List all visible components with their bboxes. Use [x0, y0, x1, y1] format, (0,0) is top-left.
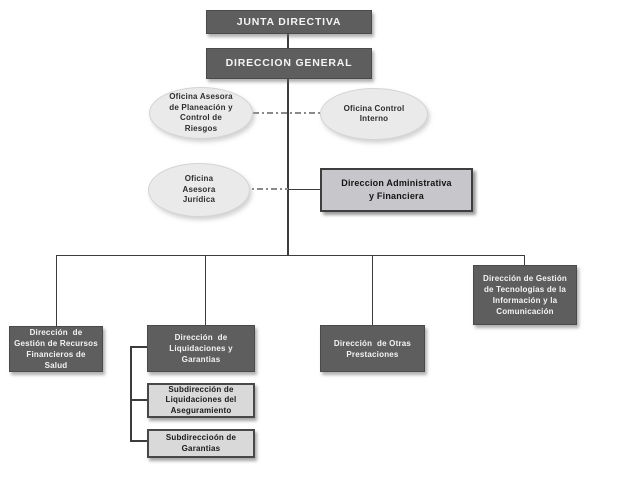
connector-drop-recursos — [56, 255, 57, 326]
node-oficina-asesora-planeacion: Oficina Asesora de Planeación y Control … — [149, 87, 253, 139]
node-subdireccion-garantias: Subdireccioón de Garantias — [147, 429, 255, 458]
node-oficina-asesora-juridica: Oficina Asesora Jurídica — [148, 163, 250, 217]
connector-general-to-administrativa — [288, 189, 320, 190]
connector-drop-tecnologias — [524, 255, 525, 265]
node-direccion-tecnologias-informacion: Dirección de Gestión de Tecnologías de l… — [473, 265, 577, 325]
connector-drop-otras — [372, 255, 373, 325]
node-direccion-administrativa-financiera: Direccion Administrativa y Financiera — [320, 168, 473, 212]
connector-stub-liquidaciones — [130, 346, 147, 348]
node-subdireccion-liquidaciones-aseguramiento: Subdirección de Liquidaciones del Asegur… — [147, 383, 255, 418]
node-direccion-general: DIRECCION GENERAL — [206, 48, 372, 79]
node-junta-directiva: JUNTA DIRECTIVA — [206, 10, 372, 34]
connector-stub-sub-liquidaciones — [130, 399, 147, 401]
connector-spine — [56, 255, 525, 256]
connector-bracket-subdirecciones — [130, 346, 132, 442]
node-direccion-gestion-recursos-financieros: Dirección de Gestión de Recursos Financi… — [9, 326, 103, 372]
node-direccion-liquidaciones-garantias: Dirección de Liquidaciones y Garantias — [147, 325, 255, 372]
node-oficina-control-interno: Oficina Control Interno — [320, 88, 428, 140]
connector-junta-to-general — [287, 34, 289, 48]
connector-general-to-spine — [287, 79, 289, 255]
node-direccion-otras-prestaciones: Dirección de Otras Prestaciones — [320, 325, 425, 372]
connector-stub-sub-garantias — [130, 440, 147, 442]
connector-dashed-planeacion-control — [253, 112, 320, 114]
connector-drop-liquidaciones — [205, 255, 206, 325]
connector-dashed-juridica — [243, 188, 288, 190]
